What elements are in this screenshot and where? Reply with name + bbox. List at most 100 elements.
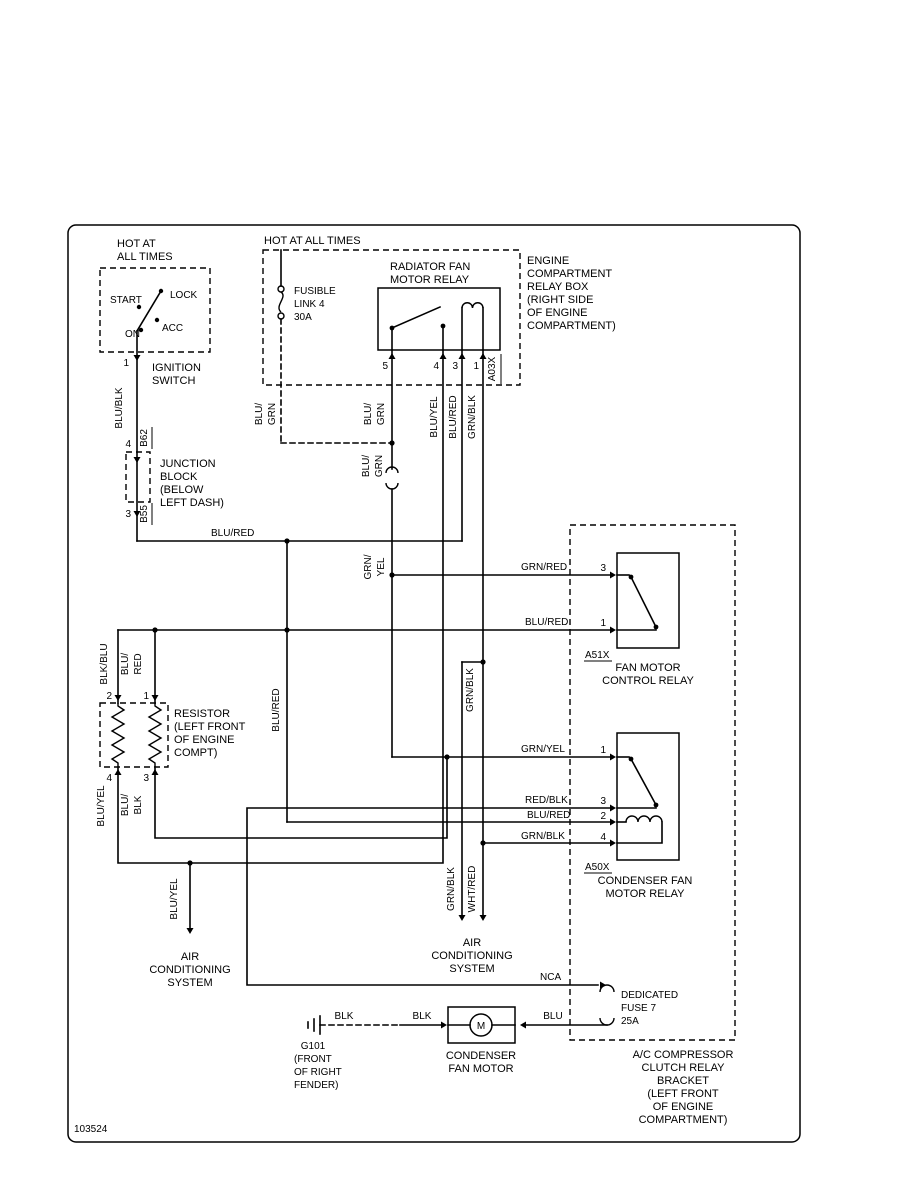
- relay-box-name: (RIGHT SIDE: [527, 294, 593, 306]
- position-lock: LOCK: [170, 290, 198, 301]
- ground-id: G101: [301, 1041, 326, 1052]
- motor-symbol: M: [477, 1021, 485, 1032]
- arrow-right-icon: [610, 626, 616, 634]
- fuse-icon: [599, 1017, 615, 1026]
- arrow-down-icon: [133, 457, 141, 463]
- relay-contact-dot: [440, 323, 446, 329]
- arrow-down-icon: [186, 928, 194, 934]
- relay-switch-arm: [390, 305, 442, 330]
- arrow-right-icon: [610, 818, 616, 826]
- wire-label-nca: NCA: [540, 972, 561, 983]
- arrow-down-icon: [479, 915, 487, 921]
- wire-label-blu-red: BLU/RED: [525, 617, 568, 628]
- ignition-switch-box: [99, 267, 211, 353]
- wire-label-blk: BLK: [335, 1011, 354, 1022]
- arrow-up-icon: [439, 353, 447, 359]
- fuse-icon: [599, 984, 615, 993]
- ignition-switch-label: IGNITION: [152, 362, 201, 374]
- wire-label-grn-blk: GRN/BLK: [446, 867, 457, 911]
- resistor-section: 2 1 BLK/BLU BLU/ RED RESISTOR (LEFT FRON…: [96, 643, 246, 826]
- wire-label-red-blk: RED/BLK: [525, 795, 568, 806]
- arrow-up-icon: [479, 353, 487, 359]
- grn-blk-run: GRN/BLK: [461, 349, 611, 917]
- arrow-down-icon: [151, 695, 159, 701]
- arrow-down-icon: [114, 695, 122, 701]
- wire-label-blu-grn: GRN: [374, 455, 385, 477]
- bracket-label-line: OF ENGINE: [653, 1101, 714, 1113]
- control-relay-box: [616, 552, 680, 649]
- ac-compressor-bracket-box: [569, 524, 736, 1041]
- switch-contact: [138, 327, 144, 333]
- junction-block-label: BLOCK: [160, 471, 198, 483]
- resistor-element: [147, 703, 163, 767]
- wire-label-blu-grn: GRN: [376, 403, 387, 425]
- wire-label-blu-yel: BLU/YEL: [169, 878, 180, 920]
- pin-number: 2: [106, 691, 112, 702]
- pin-number: 3: [452, 361, 458, 372]
- wire-label-blu-red: RED: [133, 653, 144, 674]
- ac-system-label: SYSTEM: [167, 977, 212, 989]
- fusible-link-icon: [278, 291, 284, 313]
- junction-block-label: JUNCTION: [160, 458, 216, 470]
- switch-arm: [135, 289, 163, 333]
- wire-label-blu-red: BLU/: [120, 653, 131, 675]
- condenser-fan-motor-label: CONDENSER: [446, 1050, 516, 1062]
- relay-box-name: COMPARTMENT): [527, 320, 616, 332]
- arrow-up-icon: [151, 769, 159, 775]
- resistor-label: OF ENGINE: [174, 734, 235, 746]
- relay-box-name: OF ENGINE: [527, 307, 588, 319]
- pin-number: 2: [600, 811, 606, 822]
- condenser-fan-motor-section: BLU M BLK BLK G101 (FRONT OF RIGHT FENDE…: [294, 1006, 608, 1091]
- pin-number: 1: [600, 618, 606, 629]
- wire-label-blk-blu: BLK/BLU: [99, 643, 110, 684]
- control-relay-label: CONTROL RELAY: [602, 675, 694, 687]
- connector-id-b62: B62: [139, 429, 150, 447]
- relay-switch-arm: [629, 575, 657, 627]
- engine-compartment-relay-box: HOT AT ALL TIMES FUSIBLE LINK 4 30A RADI…: [254, 235, 616, 446]
- wire-label-blu-red: BLU/RED: [271, 688, 282, 731]
- arrow-up-icon: [114, 769, 122, 775]
- position-acc: ACC: [162, 323, 183, 334]
- arrow-right-icon: [600, 981, 606, 989]
- condenser-relay-label: MOTOR RELAY: [605, 888, 685, 900]
- arrow-right-icon: [441, 1021, 447, 1029]
- wire-label-grn-blk: GRN/BLK: [467, 395, 478, 439]
- pin-number: 1: [473, 361, 479, 372]
- arrow-down-icon: [458, 915, 466, 921]
- pin-number: 3: [125, 509, 131, 520]
- arrow-down-icon: [133, 355, 141, 361]
- connector-id-a03x: A03X: [487, 356, 498, 381]
- junction-block-section: 4 B62 JUNCTION BLOCK (BELOW LEFT DASH) 3…: [125, 330, 463, 542]
- arrow-right-icon: [610, 839, 616, 847]
- ac-system-left: BLU/YEL AIR CONDITIONING SYSTEM: [149, 862, 231, 989]
- relay-box-name: RELAY BOX: [527, 281, 589, 293]
- pin-number: 4: [106, 773, 112, 784]
- bracket-label-line: CLUTCH RELAY: [642, 1062, 726, 1074]
- pin-number: 4: [125, 439, 131, 450]
- condenser-fan-motor-relay: GRN/YEL 1 RED/BLK 3 BLU/RED 2 GRN/BLK 4 …: [521, 732, 692, 900]
- position-start: START: [110, 295, 142, 306]
- wire-label-blu-grn: BLU/: [363, 403, 374, 425]
- wire-label-wht-red: WHT/RED: [467, 866, 478, 913]
- resistor-label: (LEFT FRONT: [174, 721, 246, 733]
- junction-dot: [284, 538, 290, 544]
- wire-label-blu-red: BLU/RED: [211, 528, 254, 539]
- motor-icon: [469, 1013, 493, 1037]
- bracket-label-line: (LEFT FRONT: [647, 1088, 719, 1100]
- pin-number: 1: [600, 745, 606, 756]
- ac-system-label: AIR: [181, 951, 199, 963]
- wire-segment: [246, 807, 611, 986]
- arrow-right-icon: [610, 753, 616, 761]
- wire-label-grn-yel: GRN/YEL: [521, 744, 565, 755]
- ground-location: FENDER): [294, 1080, 338, 1091]
- connector-id-a50x: A50X: [585, 862, 610, 873]
- ac-system-label: SYSTEM: [449, 963, 494, 975]
- pin-number: 3: [600, 796, 606, 807]
- fusible-link-label: FUSIBLE: [294, 286, 336, 297]
- arrow-left-icon: [520, 1021, 526, 1029]
- blu-red-trunk: BLU/RED: [271, 538, 611, 823]
- ac-system-label: CONDITIONING: [149, 964, 230, 976]
- position-on: ON: [125, 329, 140, 340]
